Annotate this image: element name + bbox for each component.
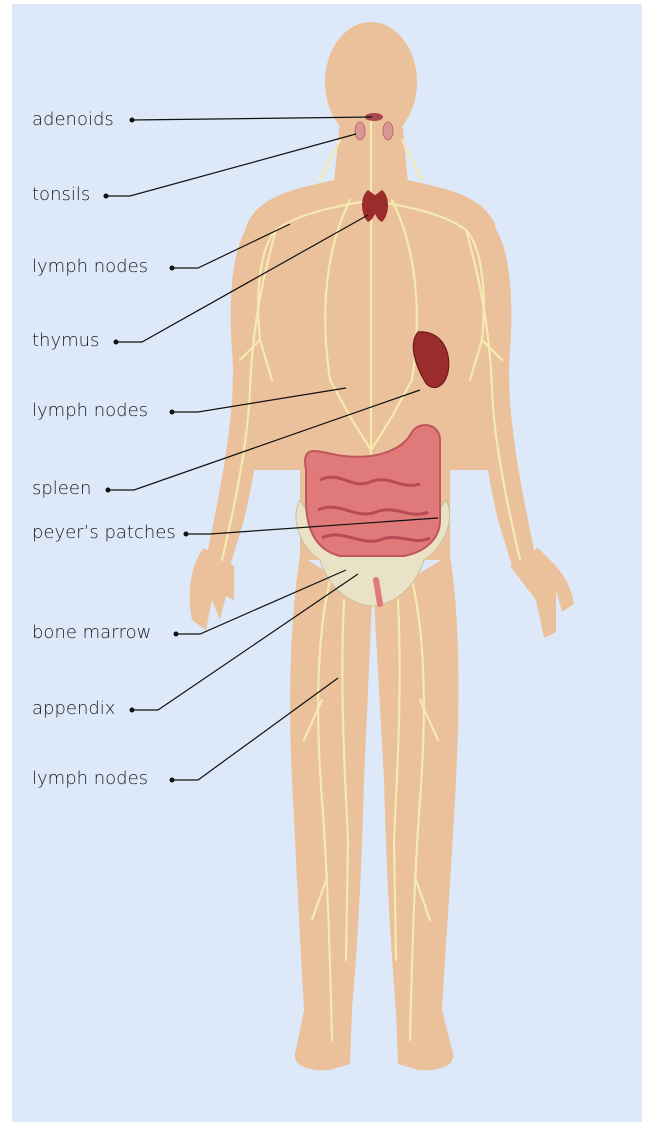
right-hand xyxy=(510,548,574,638)
label-thymus: thymus xyxy=(32,332,99,350)
label-adenoids: adenoids xyxy=(32,111,114,129)
right-arm xyxy=(478,222,536,566)
right-leg xyxy=(374,555,458,1070)
label-lymph-nodes-middle: lymph nodes xyxy=(32,402,148,420)
appendix-organ xyxy=(376,580,380,604)
label-appendix: appendix xyxy=(32,700,115,718)
label-bone-marrow: bone marrow xyxy=(32,624,151,642)
leader-dots xyxy=(104,118,189,783)
label-tonsils: tonsils xyxy=(32,186,90,204)
label-spleen: spleen xyxy=(32,480,91,498)
label-lymph-nodes-upper: lymph nodes xyxy=(32,258,148,276)
label-lymph-nodes-lower: lymph nodes xyxy=(32,770,148,788)
left-arm xyxy=(206,222,264,566)
label-peyers-patches: peyer’s patches xyxy=(32,524,176,542)
